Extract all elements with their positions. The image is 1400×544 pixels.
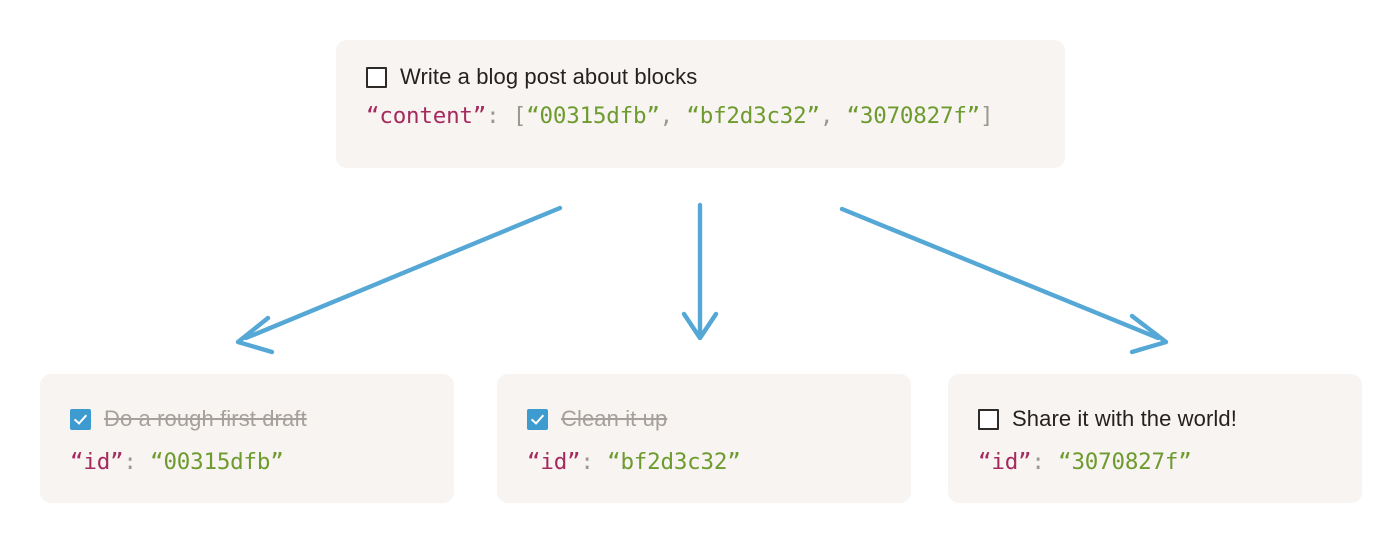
child-block-card-1[interactable]: Do a rough first draft “id”: “00315dfb” <box>40 374 454 503</box>
child-todo-line-3: Share it with the world! <box>978 404 1332 434</box>
root-todo-line: Write a blog post about blocks <box>366 62 1035 92</box>
json-key: “id” <box>978 449 1032 475</box>
json-colon: : <box>580 449 594 475</box>
json-value: “00315dfb” <box>150 449 284 475</box>
checkbox-checked-icon[interactable] <box>527 408 548 430</box>
json-separator-0: , <box>659 103 687 129</box>
root-todo-label: Write a blog post about blocks <box>400 64 698 89</box>
child-todo-line-1: Do a rough first draft <box>70 404 424 434</box>
arrow-to-middle-child <box>681 202 719 341</box>
json-open-bracket: [ <box>512 103 527 129</box>
json-value: “bf2d3c32” <box>607 449 741 475</box>
json-colon: : <box>486 103 500 129</box>
child-todo-label-1: Do a rough first draft <box>104 406 307 431</box>
child-json-line-2: “id”: “bf2d3c32” <box>527 447 881 477</box>
child-block-card-2[interactable]: Clean it up “id”: “bf2d3c32” <box>497 374 911 503</box>
json-value-0: “00315dfb” <box>526 103 660 129</box>
root-json-line: “content”: [“00315dfb”, “bf2d3c32”, “307… <box>366 101 1035 131</box>
child-todo-label-3: Share it with the world! <box>1012 406 1237 431</box>
json-value-2: “3070827f” <box>846 103 981 129</box>
child-json-line-3: “id”: “3070827f” <box>978 447 1332 477</box>
json-close-bracket: ] <box>980 103 994 129</box>
checkbox-empty-icon[interactable] <box>978 408 999 430</box>
json-colon: : <box>123 449 137 475</box>
json-key: “id” <box>70 449 124 475</box>
json-value: “3070827f” <box>1058 449 1192 475</box>
child-block-card-3[interactable]: Share it with the world! “id”: “3070827f… <box>948 374 1362 503</box>
root-block-card[interactable]: Write a blog post about blocks “content”… <box>336 40 1065 168</box>
child-todo-label-2: Clean it up <box>561 406 668 431</box>
json-key: “content” <box>366 103 487 129</box>
arrow-to-left-child <box>235 205 563 355</box>
checkbox-empty-icon[interactable] <box>366 66 387 88</box>
child-json-line-1: “id”: “00315dfb” <box>70 447 424 477</box>
checkbox-checked-icon[interactable] <box>70 408 91 430</box>
child-todo-line-2: Clean it up <box>527 404 881 434</box>
json-value-1: “bf2d3c32” <box>686 103 820 129</box>
arrow-to-right-child <box>839 206 1169 355</box>
json-colon: : <box>1031 449 1045 475</box>
json-separator-1: , <box>819 103 847 129</box>
json-key: “id” <box>527 449 581 475</box>
